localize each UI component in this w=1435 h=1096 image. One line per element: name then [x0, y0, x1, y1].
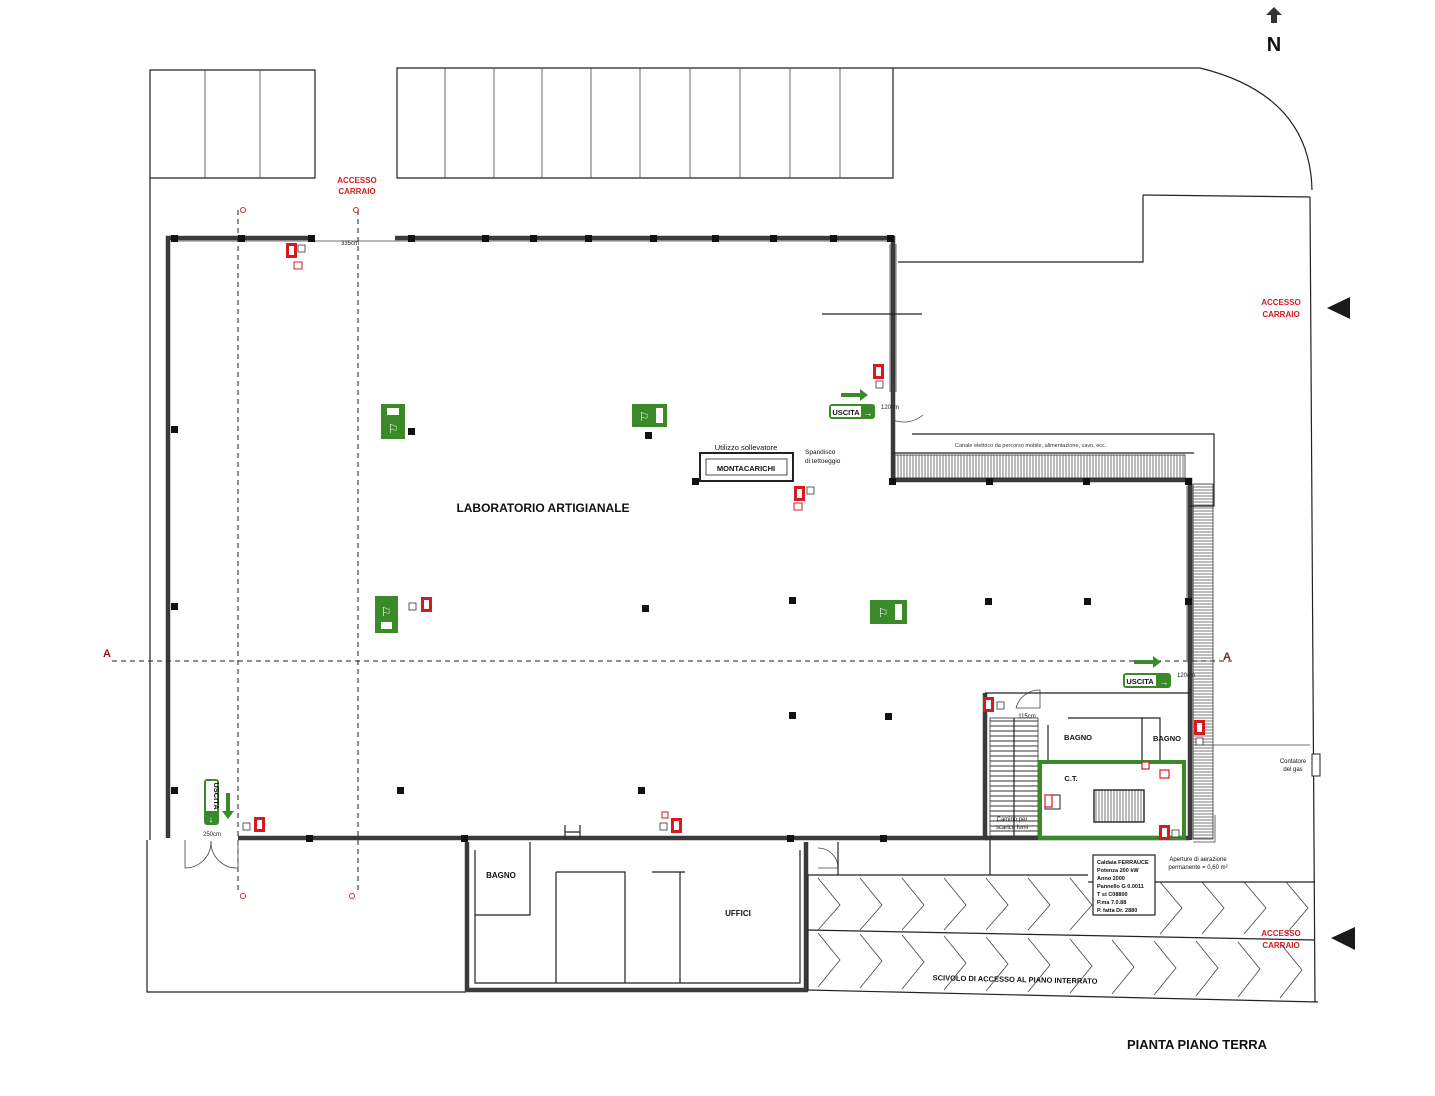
dim-top-opening: 335cm: [341, 241, 359, 247]
uscita-labels: USCITA → USCITA → USCITA ↓: [204, 389, 1171, 825]
north-label: N: [1267, 34, 1281, 56]
caldaia-line2: Potenza 200 kW: [1097, 868, 1139, 874]
fire-extinguisher-icon: [242, 817, 265, 832]
spandisco-line2: di tettoeggio: [805, 458, 841, 465]
fire-valve-icon: [1044, 761, 1170, 808]
access-top-line2: CARRAIO: [338, 187, 375, 196]
contatore-line1: Contatore: [1280, 759, 1307, 765]
exit-sign-4: ⚐: [870, 600, 907, 624]
exit-sign-3: ⚐: [375, 596, 398, 633]
ct-label: C.T.: [1064, 774, 1077, 783]
caldaia-line6: P.ma 7.0.88: [1097, 900, 1126, 906]
arrow-left-icon: ↓: [209, 814, 214, 824]
dim-stair-door: 115cm: [1018, 714, 1036, 720]
uscita-east-label: USCITA: [832, 408, 860, 417]
uscita-east-lower: USCITA →: [1123, 656, 1171, 688]
bagno-2-label: BAGNO: [1153, 734, 1181, 743]
service-block: BAGNO BAGNO C.T. Camino per scarico fumi…: [985, 692, 1321, 871]
fire-extinguisher-icon: [659, 811, 682, 833]
fire-extinguisher-icon: [1159, 825, 1180, 840]
running-man-icon: ⚐: [878, 606, 889, 620]
offices-block: BAGNO UFFICI: [464, 825, 809, 993]
caldaia-box: Caldaia FERRAUCE Potenza 200 kW Anno 200…: [1092, 854, 1156, 916]
arrow-right-icon: →: [864, 408, 873, 418]
ramp: SCIVOLO DI ACCESSO AL PIANO INTERRATO: [807, 840, 1316, 999]
exit-direction-arrow: [222, 793, 234, 819]
caldaia-line3: Anno 2000: [1097, 876, 1125, 882]
uscita-east-lower-label: USCITA: [1126, 677, 1154, 686]
exit-signs: ⚐ ⚐ ⚐ ⚐: [375, 404, 907, 633]
aperture-line1: Aperture di aerazione: [1169, 857, 1227, 863]
canale-label: Canale elettrico da percorso mobile, ali…: [955, 443, 1107, 449]
access-bottom-arrow: [1331, 927, 1355, 950]
access-right-line1: ACCESSO: [1261, 298, 1301, 307]
aperture-line2: permanente = 0,60 m²: [1168, 865, 1227, 871]
running-man-icon: ⚐: [388, 422, 399, 436]
dimensions: 335cm 120cm 120cm 115cm 250cm: [203, 241, 1195, 838]
access-right-arrow: [1327, 297, 1350, 319]
caldaia-line7: P. fatta Dr. 2880: [1097, 908, 1137, 914]
uffici-label: UFFICI: [725, 909, 751, 918]
dim-exit-sw: 250cm: [203, 832, 221, 838]
caldaia-line1: Caldaia FERRAUCE: [1097, 860, 1149, 866]
bagno-ufficio-label: BAGNO: [486, 871, 516, 880]
section-mark-left: A: [103, 648, 111, 660]
access-labels: ACCESSO CARRAIO ACCESSO CARRAIO ACCESSO …: [337, 176, 1355, 950]
columns: [171, 235, 1192, 842]
access-bottom-line2: CARRAIO: [1262, 941, 1299, 950]
fire-extinguisher-icon: [286, 243, 306, 270]
montacarichi-label: MONTACARICHI: [717, 464, 775, 473]
doors: [184, 385, 1216, 869]
uscita-sw-label: USCITA: [212, 782, 221, 810]
running-man-icon: ⚐: [639, 410, 650, 424]
plan-title: PIANTA PIANO TERRA: [1127, 1037, 1268, 1052]
exit-sign-1: ⚐: [381, 404, 405, 439]
contatore-line2: del gas: [1283, 767, 1302, 773]
site-boundary: [146, 67, 1319, 1003]
section-mark-right: A: [1223, 651, 1231, 663]
access-right-line2: CARRAIO: [1262, 310, 1299, 319]
uscita-sw: USCITA ↓: [204, 779, 234, 825]
spandisco-line1: Spandisco: [805, 449, 836, 456]
fire-extinguisher-icon: [793, 486, 815, 511]
east-corridor: Canale elettrico da percorso mobile, ali…: [893, 433, 1215, 840]
fire-equipment: [242, 243, 1205, 840]
bagno-1-label: BAGNO: [1064, 733, 1092, 742]
exit-sign-2: ⚐: [632, 404, 667, 427]
fire-extinguisher-icon: [873, 364, 884, 389]
exit-direction-arrow: [841, 389, 868, 401]
north-arrow: N: [1266, 7, 1282, 56]
scivolo-label: SCIVOLO DI ACCESSO AL PIANO INTERRATO: [933, 973, 1098, 985]
laboratorio-label: LABORATORIO ARTIGIANALE: [456, 501, 629, 515]
camino-line1: Camino per: [996, 817, 1027, 823]
sollevatore-label: Utilizzo sollevatore: [715, 443, 778, 452]
montacarichi: MONTACARICHI Utilizzo sollevatore Spandi…: [699, 443, 841, 482]
fire-extinguisher-icon: [408, 597, 432, 612]
caldaia-line4: Pannello G 0.0011: [1097, 884, 1144, 890]
axis-lines: A A: [103, 207, 1232, 899]
running-man-icon: ⚐: [381, 605, 392, 619]
caldaia-line5: T st C08800: [1097, 892, 1128, 898]
fire-extinguisher-icon: [1194, 720, 1205, 746]
dim-exit-east-lower: 120cm: [1177, 673, 1195, 679]
camino-line2: scarico fumi: [996, 825, 1028, 831]
building-walls: [165, 235, 1194, 841]
uscita-east: USCITA →: [829, 389, 875, 419]
arrow-right-icon: →: [1160, 677, 1169, 687]
access-bottom-line1: ACCESSO: [1261, 929, 1301, 938]
fire-extinguisher-icon: [983, 697, 1005, 712]
access-top-line1: ACCESSO: [337, 176, 377, 185]
dim-exit-east: 120cm: [881, 405, 899, 411]
exit-direction-arrow: [1134, 656, 1161, 668]
